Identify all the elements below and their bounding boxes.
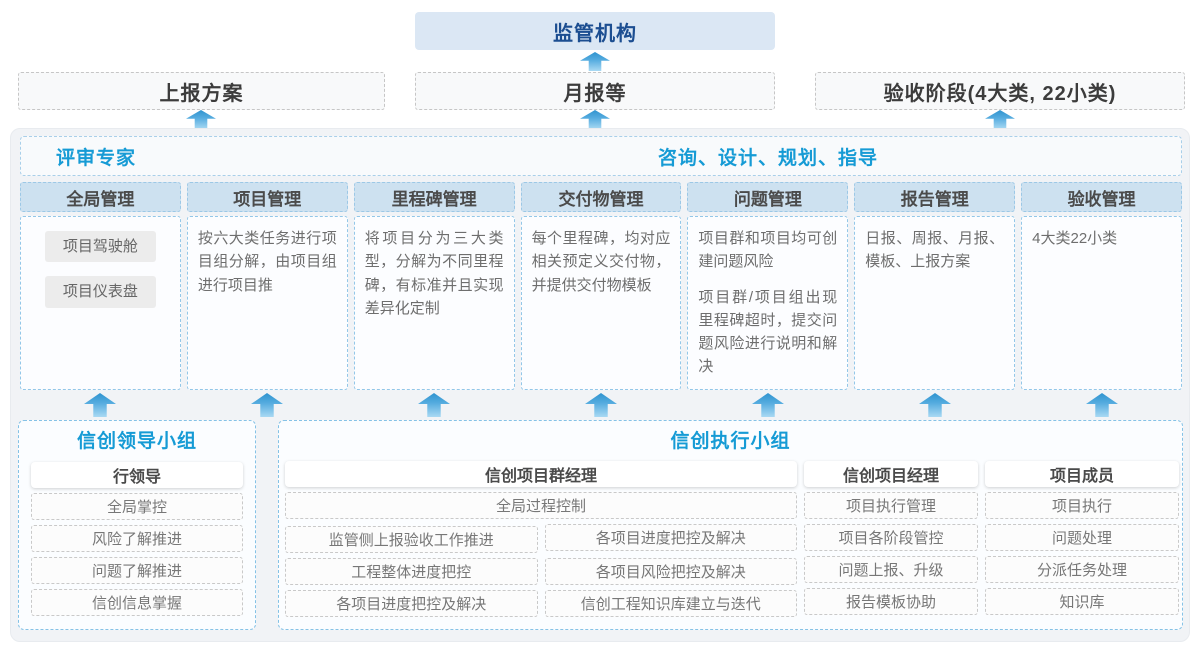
- column-text: 将项目分为三大类型，分解为不同里程碑，有标准并且实现差异化定制: [364, 230, 504, 317]
- role-bar-bank-leaders: 行领导: [31, 462, 243, 488]
- list-item: 项目执行管理: [804, 492, 978, 519]
- up-arrow-icon: [985, 110, 1015, 129]
- review-experts-label: 评审专家: [56, 147, 137, 169]
- column-header: 全局管理: [20, 182, 181, 212]
- chip-project-dashboard: 项目仪表盘: [44, 276, 156, 308]
- output-box-report-plan: 上报方案: [18, 72, 385, 110]
- role-bar-program-manager: 信创项目群经理: [285, 461, 797, 487]
- column-text: 项目群/项目组出现里程碑超时，提交问题风险进行说明和解决: [698, 288, 838, 376]
- column-report-mgmt: 报告管理 日报、周报、月报、模板、上报方案: [854, 182, 1016, 390]
- output-box-monthly-report: 月报等: [415, 72, 775, 110]
- role-bar-project-manager: 信创项目经理: [804, 461, 978, 487]
- leadership-group-box: 信创领导小组 行领导 全局掌控 风险了解推进 问题了解推进 信创信息掌握: [18, 420, 256, 630]
- list-item: 问题上报、升级: [804, 556, 978, 583]
- list-item: 项目各阶段管控: [804, 524, 978, 551]
- leadership-group-title: 信创领导小组: [76, 431, 197, 452]
- column-text: 每个里程碑，均对应相关预定义交付物，并提供交付物模板: [531, 230, 671, 294]
- chip-project-cockpit: 项目驾驶舱: [44, 231, 156, 263]
- project-manager-column: 信创项目经理 项目执行管理 项目各阶段管控 问题上报、升级 报告模板协助: [804, 461, 978, 617]
- regulator-box: 监管机构: [415, 12, 775, 50]
- column-header: 问题管理: [687, 182, 849, 212]
- list-item: 监管侧上报验收工作推进: [285, 526, 538, 553]
- list-item: 各项目进度把控及解决: [285, 590, 538, 617]
- list-item: 各项目进度把控及解决: [544, 524, 797, 551]
- up-arrow-icon: [580, 110, 610, 129]
- column-header: 验收管理: [1021, 182, 1182, 212]
- column-project-mgmt: 项目管理 按六大类任务进行项目组分解，由项目组进行项目推: [186, 182, 348, 390]
- column-issue-mgmt: 问题管理 项目群和项目均可创建问题风险 项目群/项目组出现里程碑超时，提交问题风…: [687, 182, 849, 390]
- column-body: 项目群和项目均可创建问题风险 项目群/项目组出现里程碑超时，提交问题风险进行说明…: [687, 216, 849, 390]
- list-item: 报告模板协助: [804, 588, 978, 615]
- column-header: 交付物管理: [520, 182, 682, 212]
- experts-strip: 评审专家 咨询、设计、规划、指导: [20, 136, 1182, 176]
- execution-group-box: 信创执行小组 信创项目群经理 全局过程控制 监管侧上报验收工作推进 各项目进度把…: [278, 420, 1183, 630]
- column-acceptance-mgmt: 验收管理 4大类22小类: [1021, 182, 1182, 390]
- column-text: 项目群和项目均可创建问题风险: [698, 230, 838, 271]
- list-item: 信创工程知识库建立与迭代: [544, 590, 797, 617]
- column-body: 4大类22小类: [1021, 216, 1182, 390]
- list-item: 信创信息掌握: [31, 589, 243, 616]
- column-body: 项目驾驶舱 项目仪表盘: [20, 216, 181, 390]
- list-item: 分派任务处理: [985, 556, 1179, 583]
- column-global-mgmt: 全局管理 项目驾驶舱 项目仪表盘: [20, 182, 181, 390]
- list-item: 知识库: [985, 588, 1179, 615]
- execution-group-title: 信创执行小组: [670, 431, 791, 452]
- output-box-acceptance-stage: 验收阶段(4大类, 22小类): [815, 72, 1185, 110]
- column-body: 每个里程碑，均对应相关预定义交付物，并提供交付物模板: [520, 216, 682, 390]
- column-milestone-mgmt: 里程碑管理 将项目分为三大类型，分解为不同里程碑，有标准并且实现差异化定制: [353, 182, 515, 390]
- column-body: 日报、周报、月报、模板、上报方案: [854, 216, 1016, 390]
- column-header: 项目管理: [186, 182, 348, 212]
- program-manager-column: 信创项目群经理 全局过程控制 监管侧上报验收工作推进 各项目进度把控及解决 工程…: [285, 461, 797, 617]
- up-arrow-icon: [580, 52, 610, 71]
- column-body: 按六大类任务进行项目组分解，由项目组进行项目推: [186, 216, 348, 390]
- up-arrow-icon: [186, 110, 216, 129]
- list-item: 风险了解推进: [31, 525, 243, 552]
- list-item: 工程整体进度把控: [285, 558, 538, 585]
- list-item: 全局掌控: [31, 493, 243, 520]
- list-item: 问题了解推进: [31, 557, 243, 584]
- column-deliverable-mgmt: 交付物管理 每个里程碑，均对应相关预定义交付物，并提供交付物模板: [520, 182, 682, 390]
- list-item: 全局过程控制: [285, 492, 797, 519]
- role-bar-project-member: 项目成员: [985, 461, 1179, 487]
- column-text: 按六大类任务进行项目组分解，由项目组进行项目推: [197, 230, 337, 294]
- column-body: 将项目分为三大类型，分解为不同里程碑，有标准并且实现差异化定制: [353, 216, 515, 390]
- column-header: 报告管理: [854, 182, 1016, 212]
- column-text: 4大类22小类: [1032, 230, 1118, 247]
- project-member-column: 项目成员 项目执行 问题处理 分派任务处理 知识库: [985, 461, 1179, 617]
- column-text: 日报、周报、月报、模板、上报方案: [865, 230, 1005, 271]
- consult-design-label: 咨询、设计、规划、指导: [658, 147, 879, 169]
- list-item: 问题处理: [985, 524, 1179, 551]
- list-item: 项目执行: [985, 492, 1179, 519]
- column-header: 里程碑管理: [353, 182, 515, 212]
- management-columns: 全局管理 项目驾驶舱 项目仪表盘 项目管理 按六大类任务进行项目组分解，由项目组…: [20, 182, 1182, 390]
- list-item: 各项目风险把控及解决: [544, 558, 797, 585]
